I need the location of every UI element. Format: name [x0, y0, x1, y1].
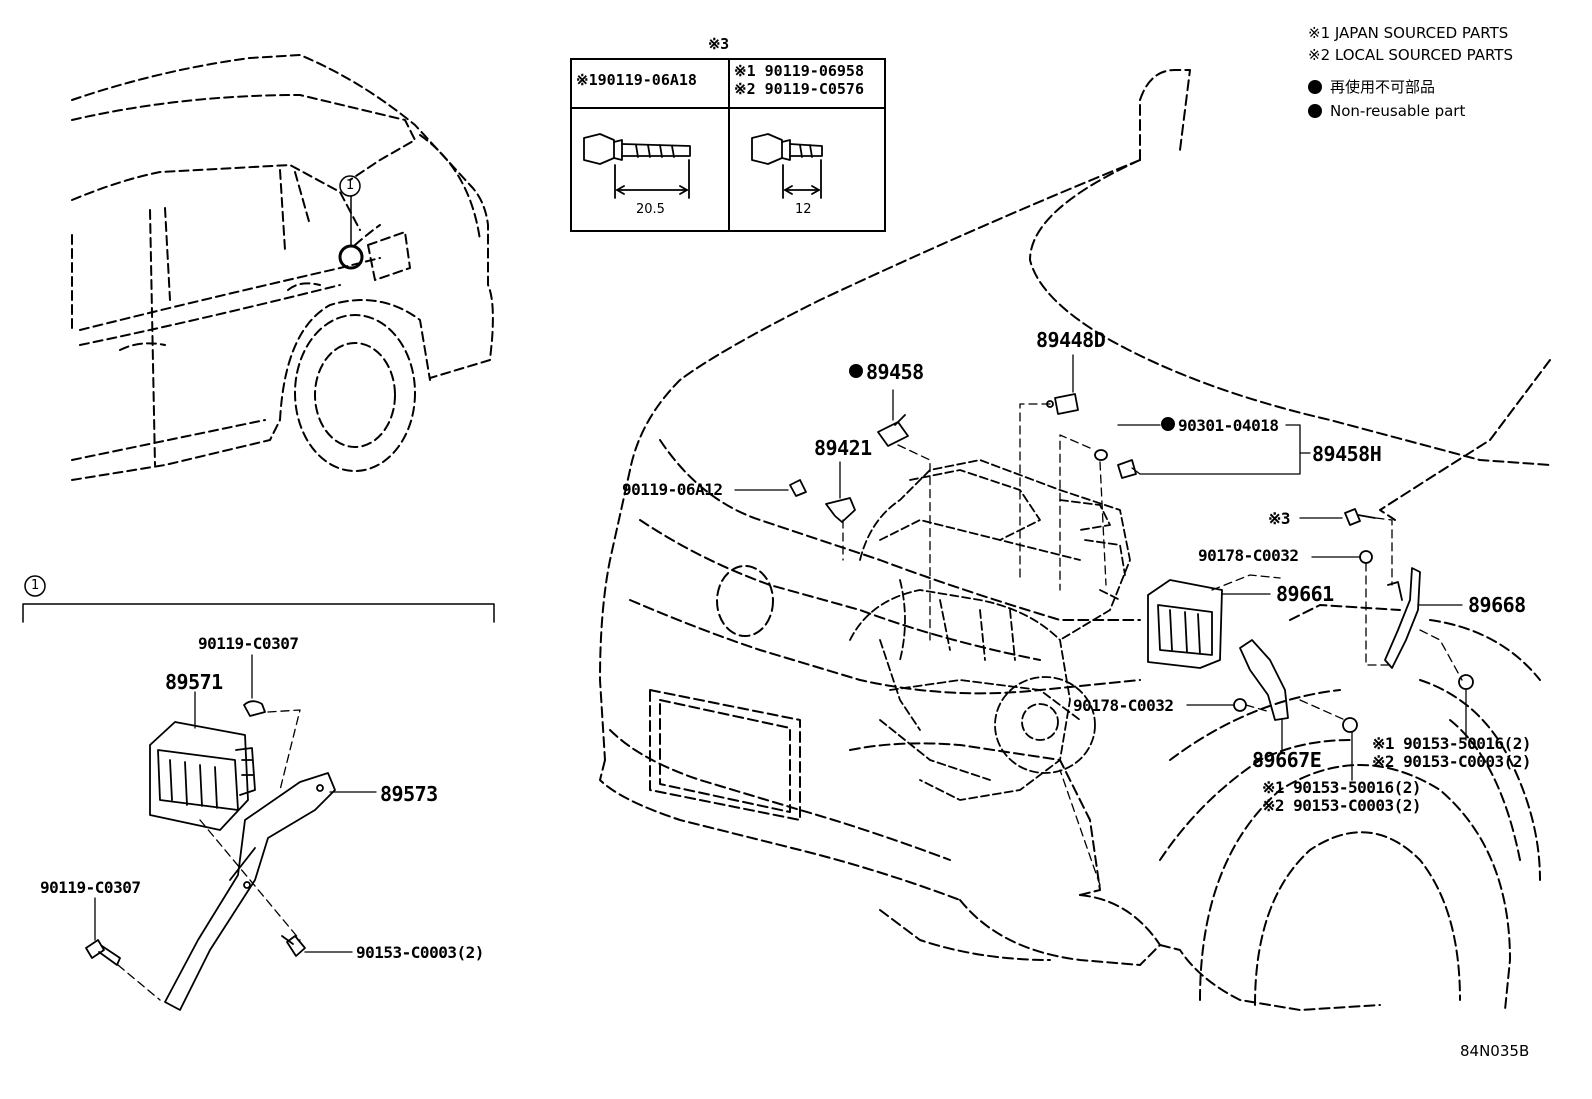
legend-local-sourced: ※2 LOCAL SOURCED PARTS	[1308, 46, 1513, 64]
inset-dashed-lines	[117, 709, 301, 1001]
label-89661: 89661	[1276, 582, 1334, 606]
figure-code: 84N035B	[1460, 1042, 1530, 1060]
bolt-90153-c0003	[281, 935, 306, 957]
label-bolt-middle-local: ※2 90153-C0003(2)	[1262, 796, 1422, 815]
sensor-89421	[825, 497, 856, 523]
bolt-star3	[1344, 508, 1376, 526]
bolt-90153-right	[1458, 674, 1474, 690]
bolt-dim-2: 12	[795, 202, 812, 217]
bracket-89573-illustration	[164, 772, 336, 1011]
label-bolt-right-local: ※2 90153-C0003(2)	[1372, 752, 1532, 771]
bracket-89667e-illustration	[1239, 639, 1289, 721]
front-wheel	[1199, 764, 1511, 1011]
nonreusable-dot-icon	[1308, 80, 1322, 94]
legend-nonreusable-en: Non-reusable part	[1308, 104, 1465, 119]
label-89573: 89573	[380, 782, 438, 806]
label-bolt-right-jp: ※1 90153-50016(2)	[1372, 734, 1532, 753]
bolt-90119-06a12	[789, 479, 807, 497]
bolt-table-header-2: ※1 90119-06958※2 90119-C0576	[728, 58, 886, 109]
bolt-table-title: ※3	[708, 35, 729, 53]
label-star3: ※3	[1268, 509, 1291, 528]
bolt-table-header-1: ※190119-06A18	[570, 58, 730, 109]
sensor-89448d	[1046, 393, 1079, 415]
engine-illustration	[849, 459, 1131, 801]
label-89668: 89668	[1468, 593, 1526, 617]
nut-90178-bottom	[1233, 698, 1247, 712]
bolt-90153-middle	[1342, 717, 1358, 733]
label-89458: 89458	[866, 360, 924, 384]
rear-wheel	[294, 314, 416, 472]
nonreusable-dot-90301	[1161, 417, 1175, 431]
label-89448d: 89448D	[1036, 328, 1106, 352]
nut-90178-top	[1359, 550, 1373, 564]
label-90119-c0307-bottom: 90119-C0307	[40, 878, 141, 897]
label-90178-c0032-top: 90178-C0032	[1198, 546, 1299, 565]
label-89667e: 89667E	[1252, 748, 1322, 772]
front-leader-lines	[734, 354, 1467, 781]
fuel-lid-location-marker	[338, 244, 364, 270]
front-vehicle-body	[599, 69, 1551, 1011]
nonreusable-dot-icon	[1308, 104, 1322, 118]
label-bolt-middle-jp: ※1 90153-50016(2)	[1262, 778, 1422, 797]
inset-callout-circle	[24, 575, 46, 597]
bolt-90119-c0307	[85, 939, 121, 966]
legend-nonreusable-en-text: Non-reusable part	[1330, 102, 1466, 120]
label-89571: 89571	[165, 670, 223, 694]
nonreusable-dot-89458	[849, 364, 863, 378]
ecu-89571-illustration	[149, 721, 256, 831]
bolt-table-cell-1	[570, 107, 730, 232]
bolt-dim-1: 20.5	[636, 202, 665, 217]
label-89421: 89421	[814, 436, 872, 460]
legend-japan-sourced: ※1 JAPAN SOURCED PARTS	[1308, 24, 1509, 42]
bolt-table-cell-2	[728, 107, 886, 232]
label-90119-06a12: 90119-06A12	[622, 480, 723, 499]
inset-bracket-line	[22, 603, 495, 623]
label-90119-c0307-top: 90119-C0307	[198, 634, 299, 653]
legend-nonreusable-jp: 再使用不可部品	[1308, 80, 1435, 95]
label-89458h: 89458H	[1312, 442, 1382, 466]
bolt-table: ※190119-06A18 ※1 90119-06958※2 90119-C05…	[570, 58, 886, 232]
label-90178-c0032-bottom: 90178-C0032	[1073, 696, 1174, 715]
gasket-90301-04018	[1094, 449, 1137, 479]
front-dashed-lines	[842, 403, 1463, 886]
inset-callout-number: 1	[31, 578, 40, 593]
label-90301-04018: 90301-04018	[1178, 416, 1279, 435]
sensor-89458	[877, 414, 909, 447]
legend-nonreusable-jp-text: 再使用不可部品	[1330, 78, 1436, 96]
label-90153-c0003: 90153-C0003(2)	[356, 943, 484, 962]
bracket-89668-illustration	[1384, 567, 1421, 669]
callout-circle	[339, 175, 361, 197]
clip-90119-c0307	[243, 700, 266, 717]
ecu-89661-illustration	[1147, 579, 1223, 669]
inset-leader-lines	[94, 654, 377, 953]
rear-vehicle-illustration	[71, 54, 494, 481]
callout-number: 1	[346, 178, 355, 193]
